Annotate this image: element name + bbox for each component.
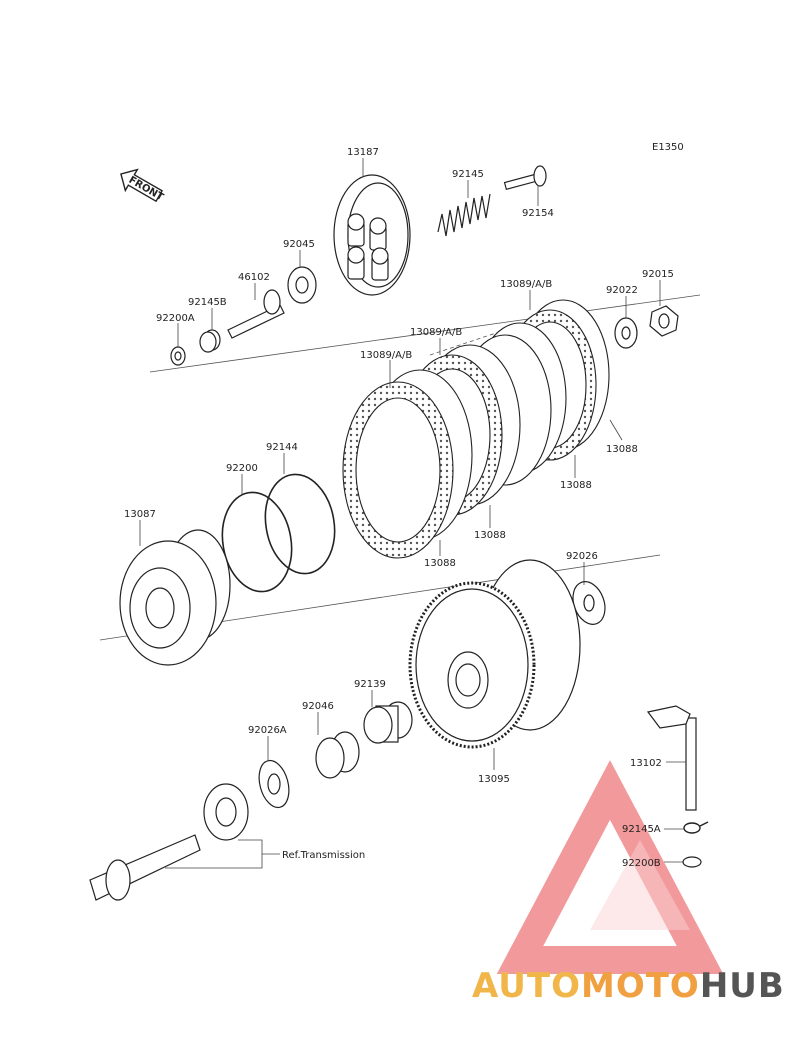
- leader-lines: [139, 158, 686, 869]
- part-labels: 13187 92145 92154 92045 46102 92145B 922…: [124, 142, 684, 869]
- bolt-92154: [503, 165, 547, 191]
- watermark-part-moto: MOTO: [580, 966, 700, 1006]
- part-label-92015: 92015: [642, 269, 674, 280]
- part-label-92046: 92046: [302, 701, 334, 712]
- part-label-92145: 92145: [452, 169, 484, 180]
- watermark-text: AUTOMOTOHUB: [472, 966, 785, 1006]
- part-label-13087: 13087: [124, 509, 156, 520]
- ring-92144: [264, 473, 336, 575]
- part-label-13089-1: 13089/A/B: [500, 279, 552, 290]
- hub-13087: [119, 529, 231, 666]
- part-label-13088-1: 13088: [606, 444, 638, 455]
- needle-bearing-92046: [315, 731, 360, 779]
- washer-92026a: [258, 759, 290, 809]
- ref-transmission-note: Ref.Transmission: [282, 850, 365, 861]
- bearing-92045: [287, 266, 317, 304]
- part-label-13089-3: 13089/A/B: [360, 350, 412, 361]
- part-label-92144: 92144: [266, 442, 298, 453]
- part-label-92145b: 92145B: [188, 297, 227, 308]
- spring-92145b: [199, 329, 221, 353]
- part-label-13089-2: 13089/A/B: [410, 327, 462, 338]
- part-label-13088-2: 13088: [560, 480, 592, 491]
- nut-92015: [649, 305, 679, 337]
- washer-92200a: [170, 346, 186, 366]
- spring-92145a: [683, 821, 709, 834]
- washer-92200b: [682, 856, 702, 868]
- spring-92145: [437, 193, 491, 237]
- ring-92200: [221, 491, 293, 593]
- part-label-92139: 92139: [354, 679, 386, 690]
- clutch-housing-13095: [408, 559, 581, 749]
- part-label-92145a: 92145A: [622, 824, 661, 835]
- part-label-92154: 92154: [522, 208, 554, 219]
- part-label-92026: 92026: [566, 551, 598, 562]
- part-label-92045: 92045: [283, 239, 315, 250]
- pushrod-46102: [227, 289, 285, 339]
- part-label-92200a: 92200A: [156, 313, 195, 324]
- part-label-13095: 13095: [478, 774, 510, 785]
- washer-92026: [572, 581, 606, 625]
- watermark-part-auto: AUTO: [472, 966, 581, 1006]
- clutch-plate-stack: [342, 299, 610, 559]
- watermark-logo: [496, 760, 724, 974]
- pressure-plate-13187: [333, 174, 411, 296]
- release-shaft-13102: [646, 705, 697, 811]
- part-label-92022: 92022: [606, 285, 638, 296]
- part-label-46102: 46102: [238, 272, 270, 283]
- sleeve-92139: [363, 701, 413, 744]
- part-label-13088-4: 13088: [424, 558, 456, 569]
- part-label-92026a: 92026A: [248, 725, 287, 736]
- part-label-13187: 13187: [347, 147, 379, 158]
- diagram-code: E1350: [652, 142, 684, 153]
- part-label-92200b: 92200B: [622, 858, 661, 869]
- part-label-13102: 13102: [630, 758, 662, 769]
- transmission-shaft: [89, 834, 201, 901]
- part-label-13088-3: 13088: [474, 530, 506, 541]
- front-arrow: [120, 168, 164, 203]
- washer-92022: [614, 317, 638, 349]
- part-label-92200: 92200: [226, 463, 258, 474]
- ball-bearing: [203, 783, 249, 841]
- watermark-part-hub: HUB: [699, 966, 785, 1006]
